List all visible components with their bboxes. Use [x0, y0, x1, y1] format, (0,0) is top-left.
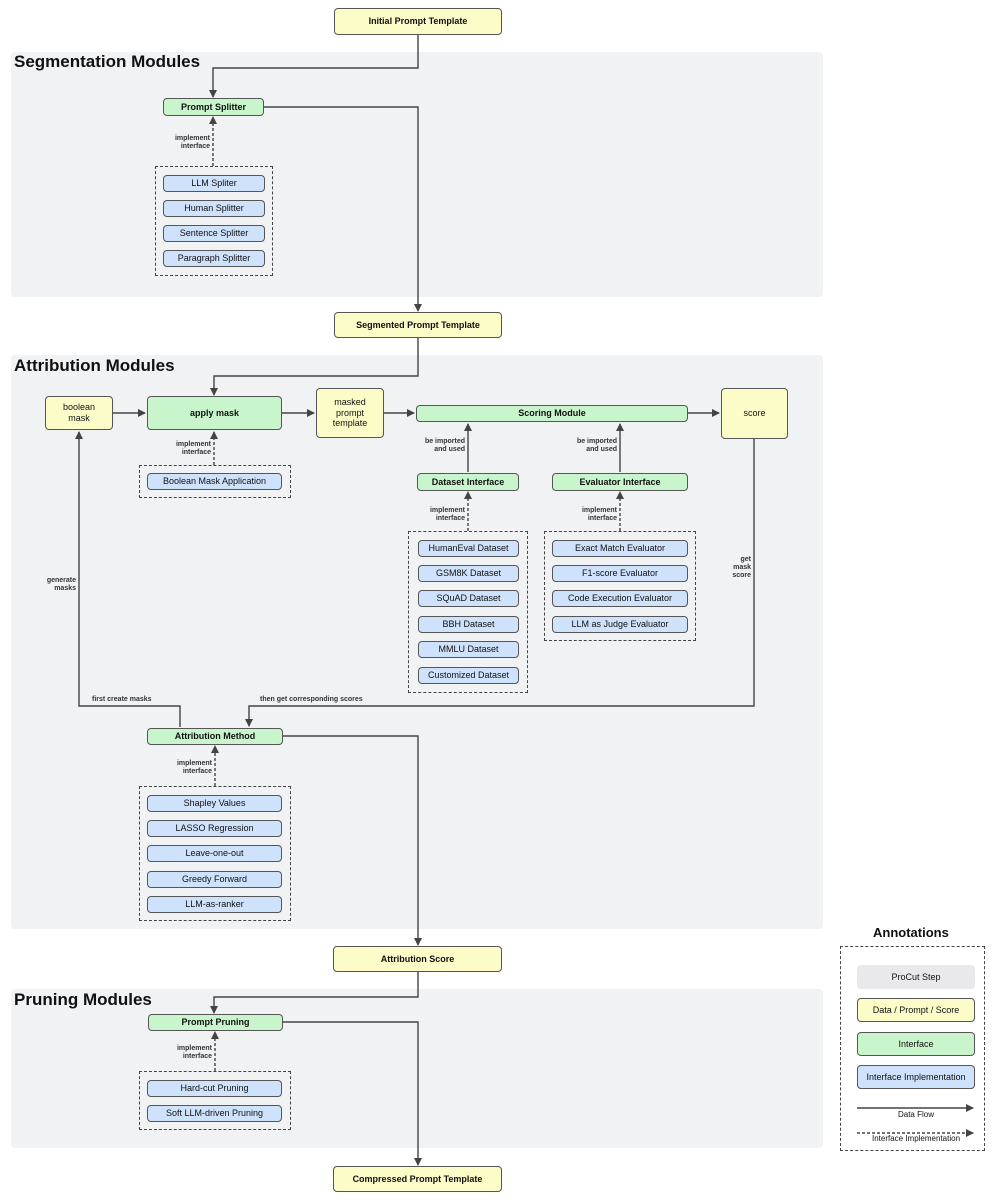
legend-data-prompt-score: Data / Prompt / Score	[857, 998, 975, 1022]
compressed-prompt-template: Compressed Prompt Template	[333, 1166, 502, 1192]
impl-f1-score-evaluator: F1-score Evaluator	[552, 565, 688, 582]
attribution-title: Attribution Modules	[14, 356, 175, 375]
prompt-pruning: Prompt Pruning	[148, 1014, 283, 1031]
generate-masks-label: generate masks	[46, 577, 76, 593]
prompt-splitter: Prompt Splitter	[163, 98, 264, 116]
pruning-impl-group	[139, 1071, 291, 1130]
impl-shapley-values: Shapley Values	[147, 795, 282, 812]
legend-data-flow-label: Data Flow	[897, 1110, 934, 1119]
impl-humaneval-dataset: HumanEval Dataset	[418, 540, 519, 557]
apply-mask: apply mask	[147, 396, 282, 430]
boolean-mask: boolean mask	[45, 396, 113, 430]
impl-greedy-forward: Greedy Forward	[147, 871, 282, 888]
impl-human-splitter: Human Splitter	[163, 200, 265, 217]
score: score	[721, 388, 788, 439]
impl-mmlu-dataset: MMLU Dataset	[418, 641, 519, 658]
impl-llm-as-ranker: LLM-as-ranker	[147, 896, 282, 913]
initial-prompt-template: Initial Prompt Template	[334, 8, 502, 35]
legend-interface: Interface	[857, 1032, 975, 1056]
pruning-title: Pruning Modules	[14, 990, 152, 1009]
segmentation-panel	[11, 52, 823, 297]
splitter-implement-label: implement interface	[174, 135, 210, 151]
dataset-implement-label: implement interface	[429, 507, 465, 523]
method-impl-group	[139, 786, 291, 921]
attribution-method: Attribution Method	[147, 728, 283, 745]
impl-code-execution-evaluator: Code Execution Evaluator	[552, 590, 688, 607]
impl-hard-cut-pruning: Hard-cut Pruning	[147, 1080, 282, 1097]
impl-soft-llm-driven-pruning: Soft LLM-driven Pruning	[147, 1105, 282, 1122]
annotations-title: Annotations	[873, 925, 949, 940]
impl-sentence-splitter: Sentence Splitter	[163, 225, 265, 242]
legend-procut-step: ProCut Step	[857, 965, 975, 989]
evaluator-imported-label: be imported and used	[576, 438, 617, 454]
dataset-impl-group	[408, 531, 528, 693]
first-create-masks-label: first create masks	[92, 696, 152, 703]
attribution-score: Attribution Score	[333, 946, 502, 972]
impl-customized-dataset: Customized Dataset	[418, 667, 519, 684]
impl-llm-as-judge-evaluator: LLM as Judge Evaluator	[552, 616, 688, 633]
impl-paragraph-splitter: Paragraph Splitter	[163, 250, 265, 267]
apply-implement-label: implement interface	[175, 441, 211, 457]
method-implement-label: implement interface	[176, 760, 212, 776]
scoring-module: Scoring Module	[416, 405, 688, 422]
impl-boolean-mask-application: Boolean Mask Application	[147, 473, 282, 490]
impl-exact-match-evaluator: Exact Match Evaluator	[552, 540, 688, 557]
legend-impl-line-label: Interface Implementation	[871, 1134, 961, 1143]
annotations-legend	[840, 946, 985, 1151]
evaluator-impl-group	[544, 531, 696, 641]
evaluator-implement-label: implement interface	[581, 507, 617, 523]
segmented-prompt-template: Segmented Prompt Template	[334, 312, 502, 338]
impl-leave-one-out: Leave-one-out	[147, 845, 282, 862]
impl-lasso-regression: LASSO Regression	[147, 820, 282, 837]
dataset-imported-label: be imported and used	[424, 438, 465, 454]
splitter-impl-group	[155, 166, 273, 276]
masked-prompt-template: masked prompt template	[316, 388, 384, 438]
evaluator-interface: Evaluator Interface	[552, 473, 688, 491]
pruning-panel	[11, 989, 823, 1148]
apply-impl-group	[139, 465, 291, 498]
then-get-scores-label: then get corresponding scores	[260, 696, 363, 703]
impl-bbh-dataset: BBH Dataset	[418, 616, 519, 633]
impl-squad-dataset: SQuAD Dataset	[418, 590, 519, 607]
legend-interface-implementation: Interface Implementation	[857, 1065, 975, 1089]
impl-gsm8k-dataset: GSM8K Dataset	[418, 565, 519, 582]
pruning-implement-label: implement interface	[176, 1045, 212, 1061]
dataset-interface: Dataset Interface	[417, 473, 519, 491]
segmentation-title: Segmentation Modules	[14, 52, 201, 71]
impl-llm-spliter: LLM Spliter	[163, 175, 265, 192]
get-mask-score-label: get mask score	[732, 556, 751, 580]
